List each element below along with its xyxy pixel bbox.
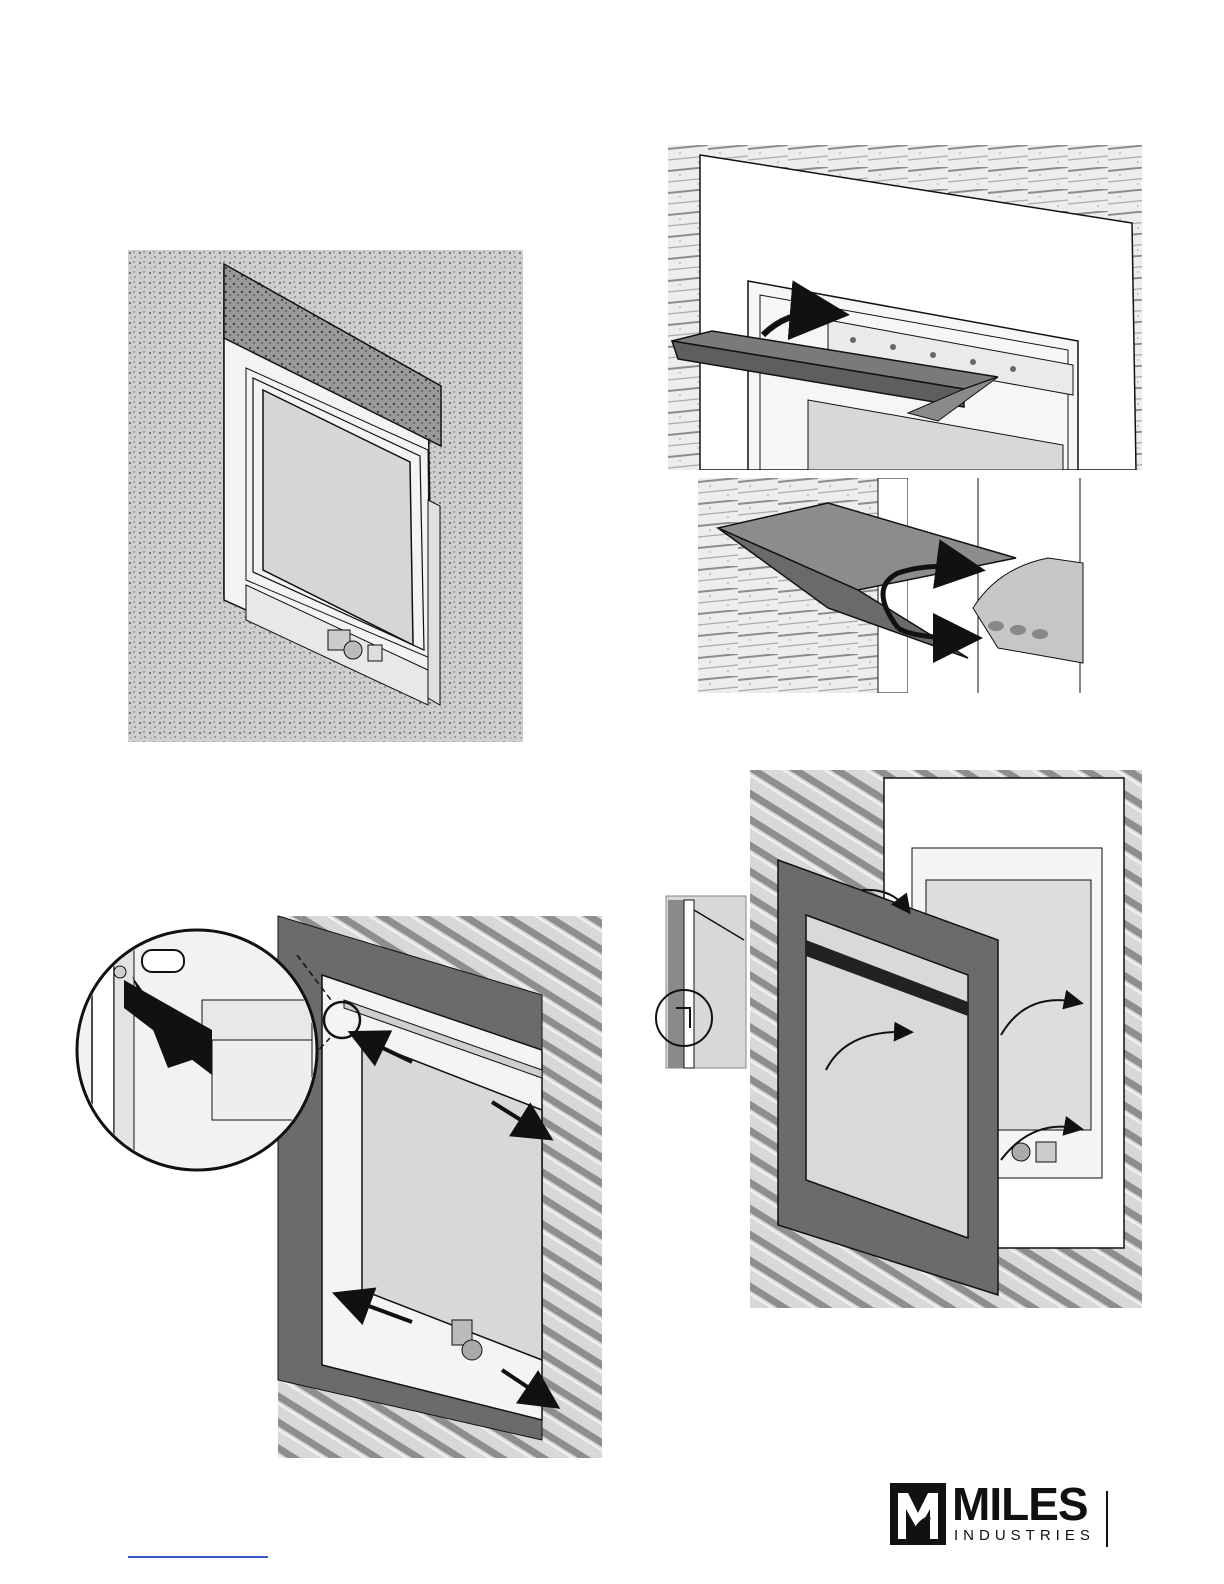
brand-subtitle: INDUSTRIES (954, 1527, 1095, 1545)
logo-divider (1106, 1491, 1108, 1547)
miles-logo-icon (890, 1483, 946, 1545)
fig-surround-pin-detail (72, 900, 602, 1458)
fig-fireplace-top-cover (128, 250, 523, 742)
fig-hood-install-top (668, 145, 1142, 470)
fig-surround-front-install (636, 770, 1142, 1308)
brand-name: MILES (952, 1479, 1088, 1529)
footer-link-underline[interactable] (128, 1556, 268, 1558)
fig-hood-install-detail (698, 478, 1086, 693)
brand-logo: MILES INDUSTRIES (890, 1483, 1120, 1553)
